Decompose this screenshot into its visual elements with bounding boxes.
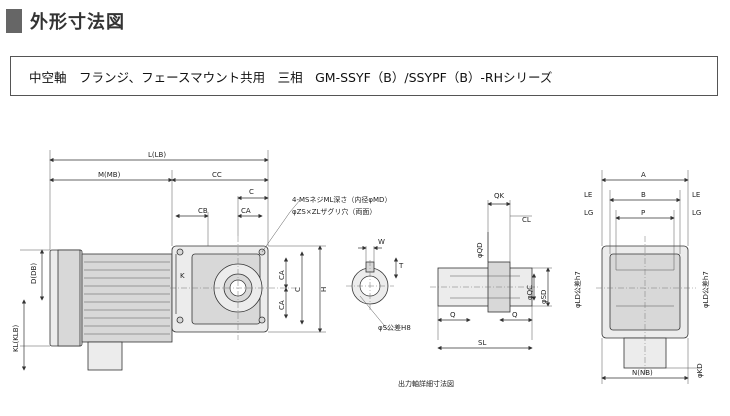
dim-Q-right: Q bbox=[512, 311, 518, 319]
top-view: A B LE LE P LG LG φLD公差h7 φLD公差h7 N(NB) … bbox=[573, 170, 710, 384]
dim-QD: φQD bbox=[476, 242, 484, 258]
dim-CA: CA bbox=[241, 207, 251, 215]
section-marker bbox=[6, 9, 22, 33]
dim-H: H bbox=[320, 287, 328, 292]
dim-S-tol: φS公差H8 bbox=[378, 323, 411, 332]
dim-P: P bbox=[641, 209, 645, 217]
dim-LE-left: LE bbox=[584, 191, 592, 199]
motor-fins bbox=[84, 261, 170, 335]
dim-K: K bbox=[180, 272, 185, 280]
dim-B: B bbox=[641, 191, 646, 199]
front-view bbox=[49, 236, 300, 371]
output-shaft-top bbox=[623, 337, 667, 369]
dim-QC: φQC bbox=[526, 285, 534, 300]
section-title: 外形寸法図 bbox=[30, 12, 125, 33]
dim-Q-left: Q bbox=[450, 311, 456, 319]
dim-M: M(MB) bbox=[98, 171, 121, 179]
dim-SL: SL bbox=[478, 339, 486, 347]
dim-LD-right: φLD公差h7 bbox=[701, 271, 710, 308]
shaft-detail-caption: 出力軸詳細寸法図 bbox=[398, 379, 454, 388]
dim-T: T bbox=[398, 262, 404, 270]
dim-CC: CC bbox=[212, 171, 222, 179]
dim-KL: KL(KLB) bbox=[12, 324, 20, 352]
mount-hole bbox=[176, 316, 184, 324]
shaft-side-view: QK CL φQD φQC φSD Q Q SL 出力軸詳細寸法図 bbox=[398, 192, 552, 388]
mount-hole bbox=[176, 248, 184, 256]
product-title-box: 中空軸 フランジ、フェースマウント共用 三相 GM-SSYF（B）/SSYPF（… bbox=[10, 56, 718, 96]
motor-frame bbox=[81, 253, 173, 343]
dim-C: C bbox=[249, 188, 254, 196]
note-ms-screw: 4-MSネジML深さ（内径φMD） bbox=[292, 195, 391, 204]
dim-CA-vert: CA bbox=[278, 270, 286, 280]
dim-KD: φKD bbox=[696, 363, 704, 378]
dim-L: L(LB) bbox=[148, 151, 166, 159]
note-zs-hole: φZS×ZLザグリ穴（両面） bbox=[292, 207, 376, 216]
motor-fan-cover bbox=[57, 249, 81, 347]
dim-A: A bbox=[641, 171, 646, 179]
dim-C-vert: C bbox=[294, 287, 302, 292]
dim-LE-right: LE bbox=[692, 191, 700, 199]
dim-CL: CL bbox=[522, 216, 531, 224]
product-title: 中空軸 フランジ、フェースマウント共用 三相 GM-SSYF（B）/SSYPF（… bbox=[29, 69, 553, 85]
dim-D: D(DB) bbox=[30, 263, 38, 284]
dim-W: W bbox=[378, 238, 385, 246]
dim-CA-vert-lower: CA bbox=[278, 300, 286, 310]
dim-N: N(NB) bbox=[632, 369, 653, 377]
dim-QK: QK bbox=[494, 192, 505, 200]
dim-CB: CB bbox=[198, 207, 208, 215]
dim-LD-left: φLD公差h7 bbox=[573, 271, 582, 308]
dim-LG-left: LG bbox=[584, 209, 593, 217]
dim-SD: φSD bbox=[540, 290, 548, 304]
dim-LG-right: LG bbox=[692, 209, 701, 217]
terminal-box bbox=[87, 341, 123, 371]
bore-section: W T φS公差H8 bbox=[346, 238, 411, 332]
mount-hole bbox=[258, 316, 266, 324]
section-header: 外形寸法図 bbox=[6, 8, 125, 34]
front-dimensions: L(LB) M(MB) CC C CB CA K D(DB) KL(KLB) C… bbox=[12, 150, 391, 371]
